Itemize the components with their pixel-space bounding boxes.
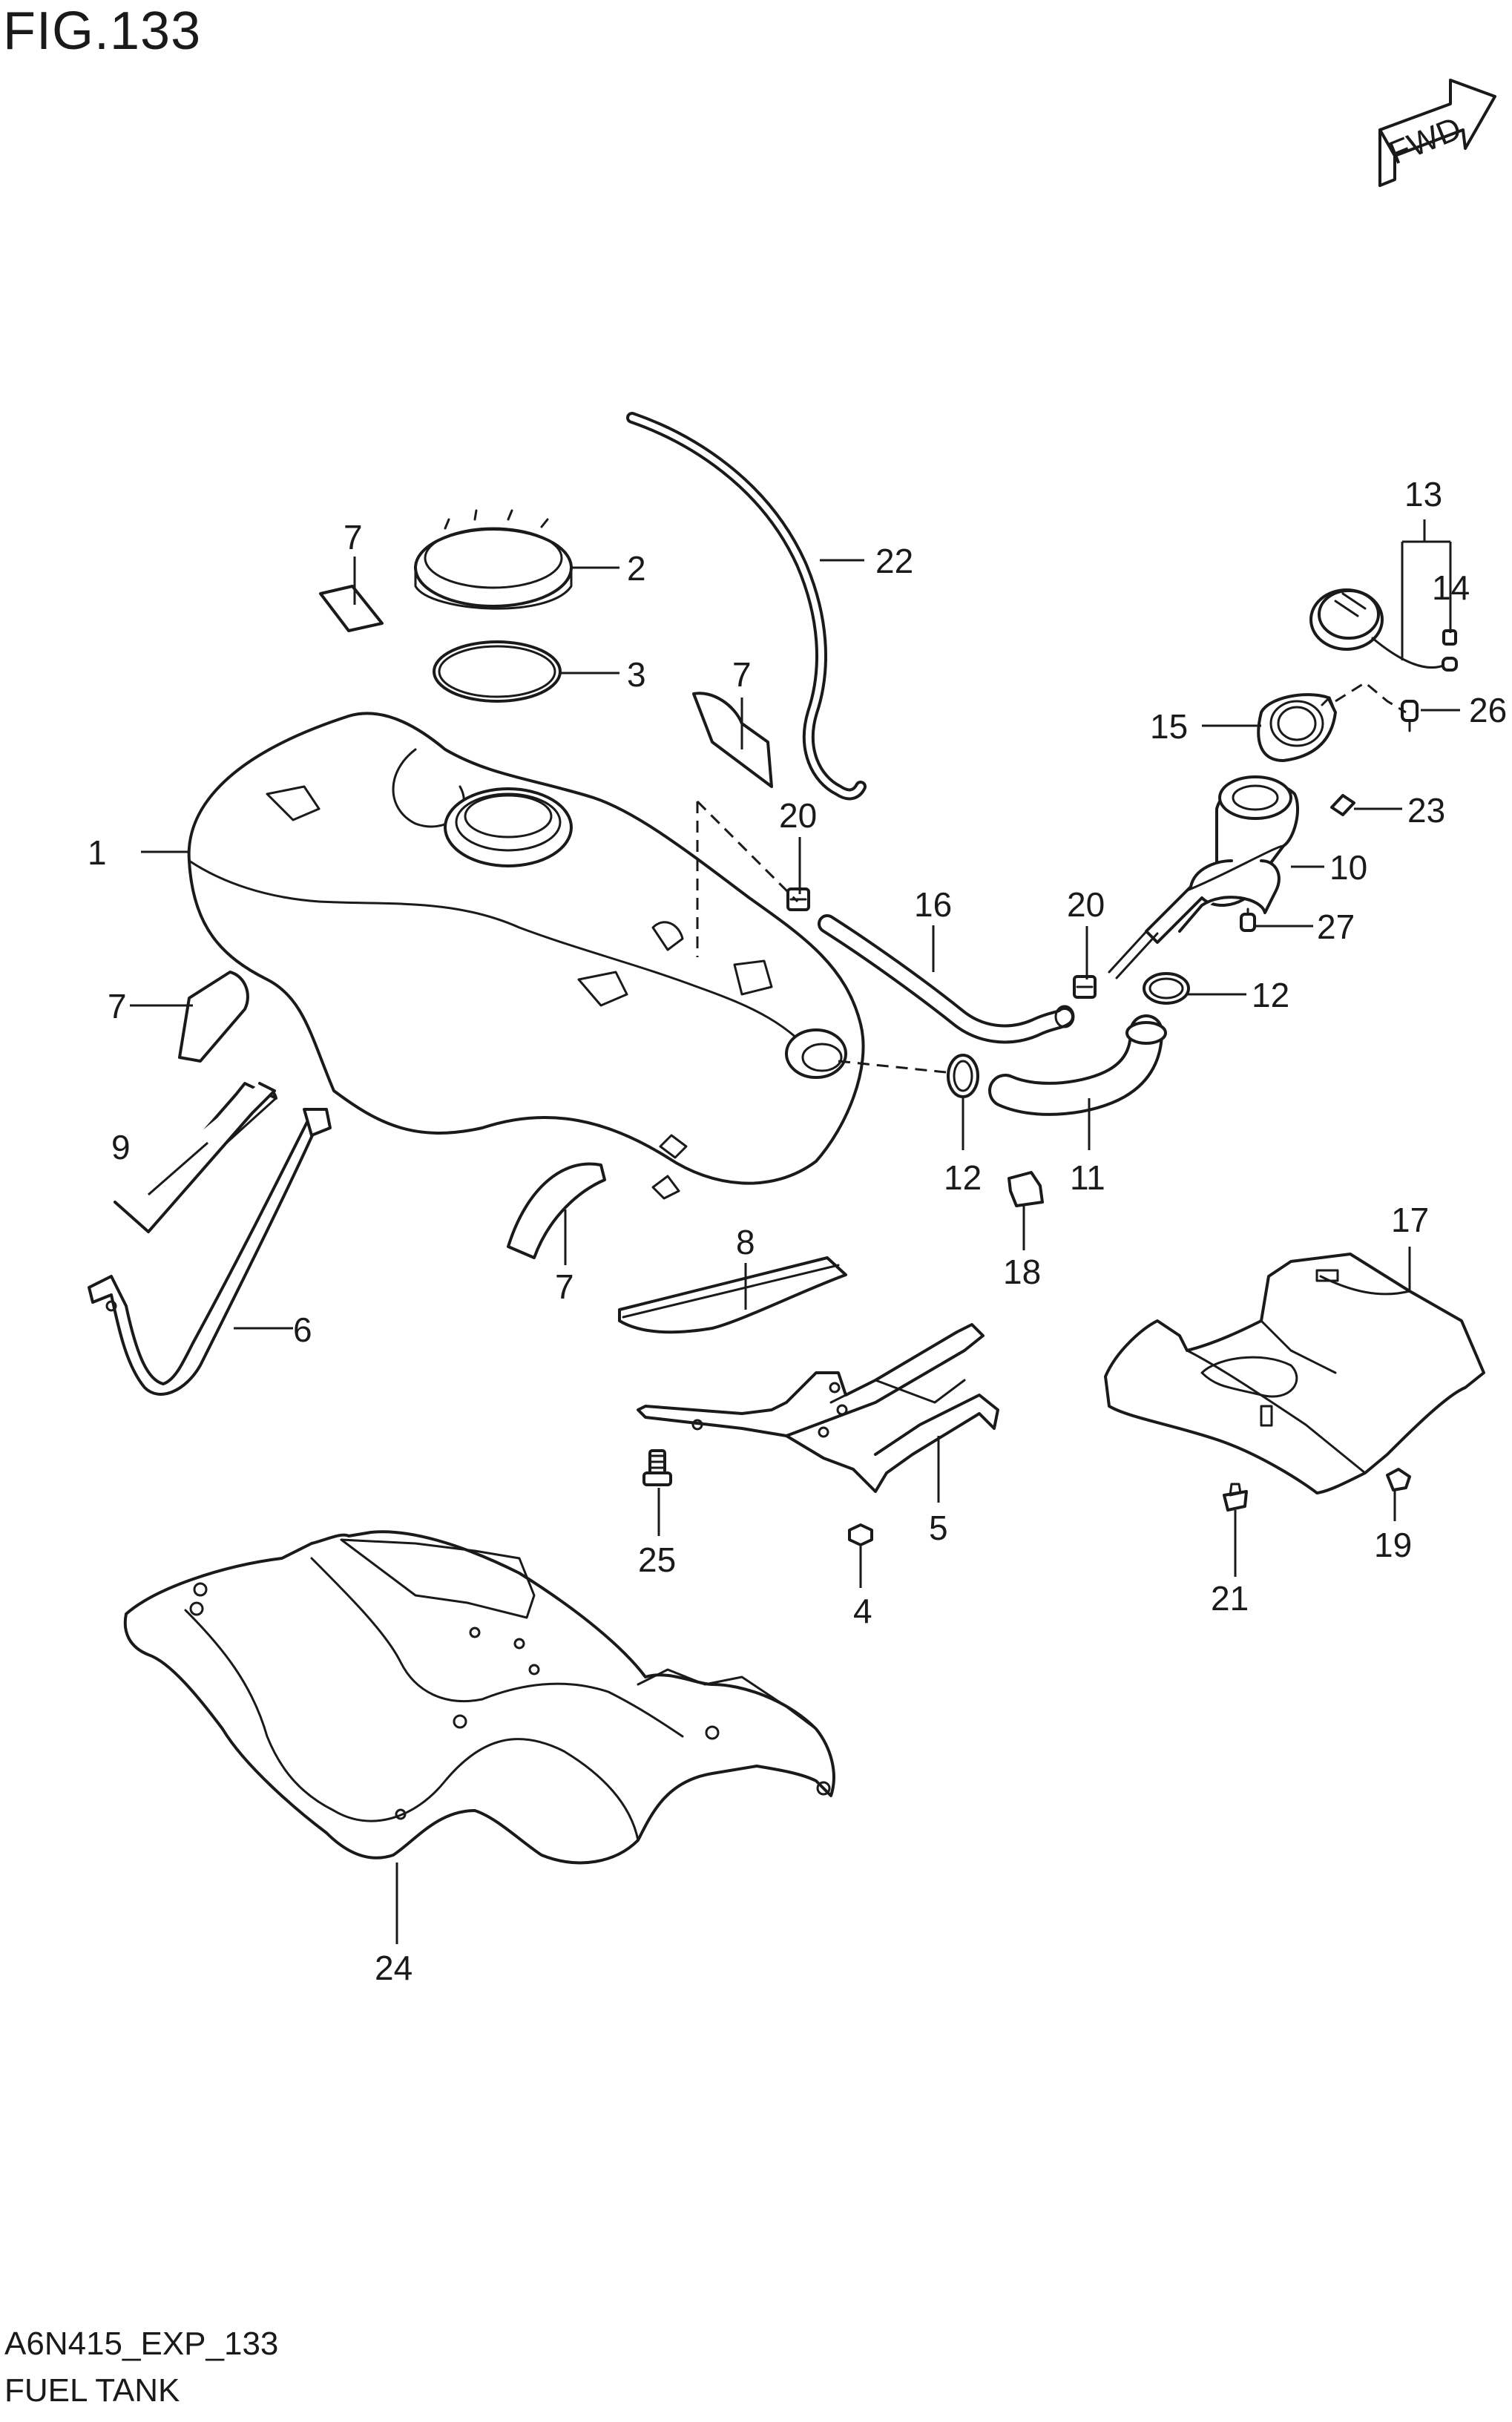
callout-14: 14 xyxy=(1432,568,1470,607)
bolt-part-26[interactable] xyxy=(1401,700,1419,732)
hose-clamp-part-lower[interactable] xyxy=(947,1054,979,1098)
callout-25: 25 xyxy=(638,1540,676,1579)
tank-strap-part[interactable] xyxy=(88,1108,332,1396)
filler-hose-part[interactable] xyxy=(988,1014,1167,1116)
hose-clip-part-18[interactable] xyxy=(1008,1171,1044,1207)
callout-10: 10 xyxy=(1329,848,1367,887)
callout-20-upper: 20 xyxy=(779,796,817,835)
callout-16: 16 xyxy=(914,885,952,924)
callout-12-lower: 12 xyxy=(944,1158,982,1197)
callout-4: 4 xyxy=(853,1592,872,1630)
hose-clamp-part-upper[interactable] xyxy=(1143,972,1190,1005)
underbody-guard-part[interactable] xyxy=(123,1530,835,1865)
heat-insulator-part[interactable] xyxy=(1104,1253,1485,1494)
figure-code: A6N415_EXP_133 xyxy=(4,2326,279,2362)
callout-7-upper-left: 7 xyxy=(344,518,363,557)
callout-20-right: 20 xyxy=(1067,885,1105,924)
nut-part-4[interactable] xyxy=(848,1523,873,1546)
callout-17: 17 xyxy=(1391,1201,1429,1239)
callout-2: 2 xyxy=(627,549,646,588)
leader-lines xyxy=(130,519,1460,1944)
tank-pad-part-left[interactable] xyxy=(178,971,249,1063)
callout-22: 22 xyxy=(875,542,913,580)
callout-19: 19 xyxy=(1374,1526,1412,1564)
figure-name: FUEL TANK xyxy=(4,2372,180,2409)
cap-tether-part[interactable] xyxy=(1442,629,1458,672)
callout-26: 26 xyxy=(1469,691,1507,729)
assembly-line-filler-to-cap xyxy=(1335,681,1407,714)
callout-12-upper: 12 xyxy=(1252,976,1289,1014)
tank-lock-ring-part[interactable] xyxy=(414,509,573,610)
bolt-part-25[interactable] xyxy=(642,1449,672,1486)
vent-hose-part[interactable] xyxy=(818,914,1075,1044)
callout-3: 3 xyxy=(627,655,646,694)
callout-7-upper-center: 7 xyxy=(732,655,752,694)
callout-11: 11 xyxy=(1070,1158,1105,1197)
tank-gasket-part[interactable] xyxy=(433,640,562,703)
lower-tank-pad-part[interactable] xyxy=(114,1082,277,1233)
tank-pad-part-upper-left[interactable] xyxy=(319,585,384,632)
callout-8: 8 xyxy=(736,1223,755,1261)
hose-clip-part-upper[interactable] xyxy=(786,887,810,911)
rivet-part-21[interactable] xyxy=(1223,1483,1248,1512)
callout-labels: 1 2 3 4 5 6 7 7 7 7 8 9 10 11 12 12 13 1… xyxy=(88,475,1507,1987)
callout-24: 24 xyxy=(375,1949,412,1987)
strap-part-8[interactable] xyxy=(618,1256,847,1334)
callout-15: 15 xyxy=(1150,707,1188,746)
callout-9: 9 xyxy=(111,1128,131,1166)
assembly-line-tank-to-clip xyxy=(696,800,799,903)
callout-7-lower: 7 xyxy=(555,1267,574,1306)
callout-5: 5 xyxy=(929,1509,948,1547)
callout-23: 23 xyxy=(1407,791,1445,830)
forward-arrow-icon: FWD xyxy=(1378,79,1496,187)
cap-part-23[interactable] xyxy=(1330,794,1355,816)
callout-13: 13 xyxy=(1404,475,1442,513)
crossmember-bracket-part[interactable] xyxy=(637,1323,999,1493)
callout-7-left: 7 xyxy=(108,987,127,1025)
callout-6: 6 xyxy=(293,1310,312,1349)
hose-clip-part-right[interactable] xyxy=(1073,975,1097,999)
breather-hose-part[interactable] xyxy=(626,412,867,801)
tank-pad-part-upper-center[interactable] xyxy=(692,692,773,788)
filler-housing-part[interactable] xyxy=(1257,693,1337,762)
fuel-cap-part[interactable] xyxy=(1309,588,1448,669)
callout-27: 27 xyxy=(1317,908,1355,946)
callout-21: 21 xyxy=(1211,1579,1249,1618)
fuel-tank-part[interactable] xyxy=(187,712,865,1200)
filler-neck-part[interactable] xyxy=(1108,775,1300,979)
bolt-part-27[interactable] xyxy=(1240,908,1256,932)
clip-part-19[interactable] xyxy=(1386,1468,1411,1491)
figure-title: FIG.133 xyxy=(3,1,202,61)
callout-18: 18 xyxy=(1003,1253,1041,1291)
tank-pad-part-lower[interactable] xyxy=(507,1162,606,1259)
callout-1: 1 xyxy=(88,833,107,872)
